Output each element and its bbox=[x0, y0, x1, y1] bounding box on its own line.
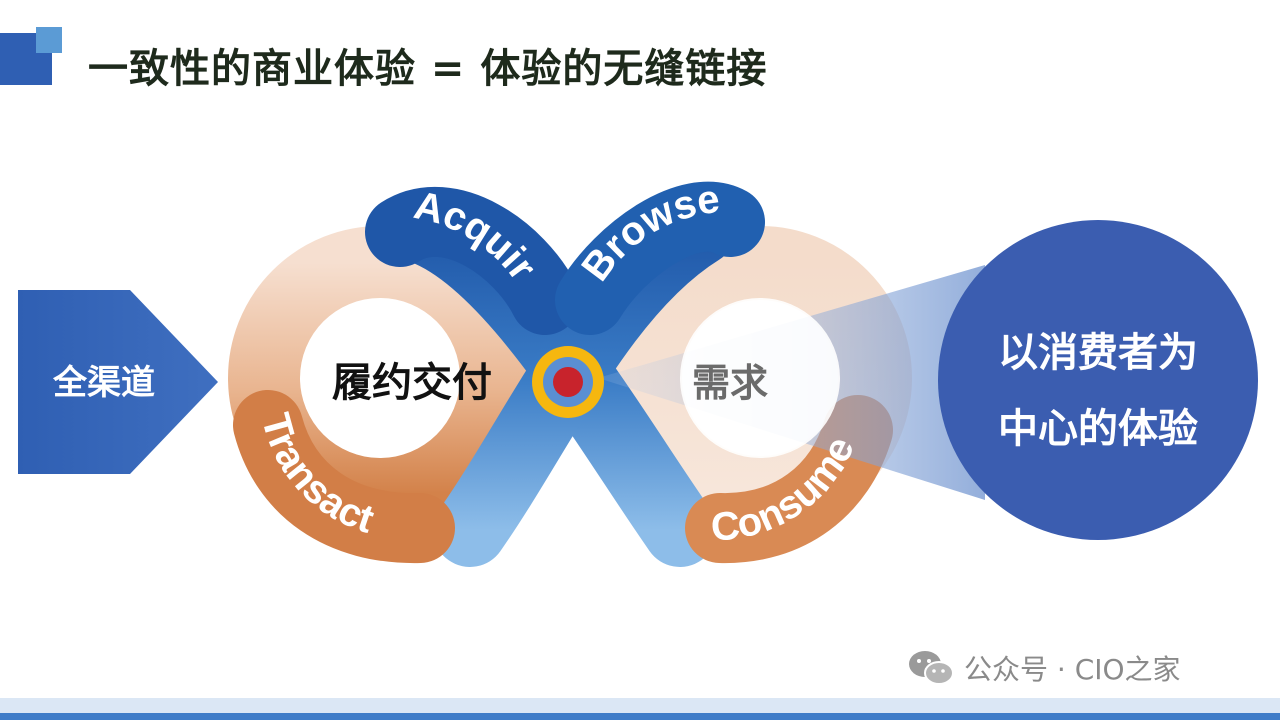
right-center-label: 需求 bbox=[692, 361, 768, 405]
omnichannel-arrow bbox=[18, 290, 218, 474]
watermark: 公众号 · CIO之家 bbox=[908, 648, 1181, 688]
consumer-text-line2: 中心的体验 bbox=[998, 406, 1198, 452]
left-core bbox=[300, 298, 460, 458]
consumer-text-line1: 以消费者为 bbox=[998, 330, 1198, 376]
segment-acquire bbox=[365, 187, 580, 335]
watermark-text: 公众号 · CIO之家 bbox=[964, 653, 1181, 686]
center-target-dot bbox=[553, 367, 583, 397]
segment-browse bbox=[555, 181, 765, 335]
arrow-label: 全渠道 bbox=[52, 363, 155, 403]
wechat-icon bbox=[909, 651, 954, 685]
segment-transact bbox=[233, 390, 455, 564]
title-deco-square-small bbox=[36, 27, 62, 53]
page-title: 一致性的商业体验 = 体验的无缝链接 bbox=[88, 46, 768, 92]
left-center-label: 履约交付 bbox=[332, 360, 492, 406]
right-core bbox=[680, 298, 840, 458]
consumer-circle bbox=[938, 220, 1258, 540]
footer-line bbox=[0, 713, 1280, 720]
